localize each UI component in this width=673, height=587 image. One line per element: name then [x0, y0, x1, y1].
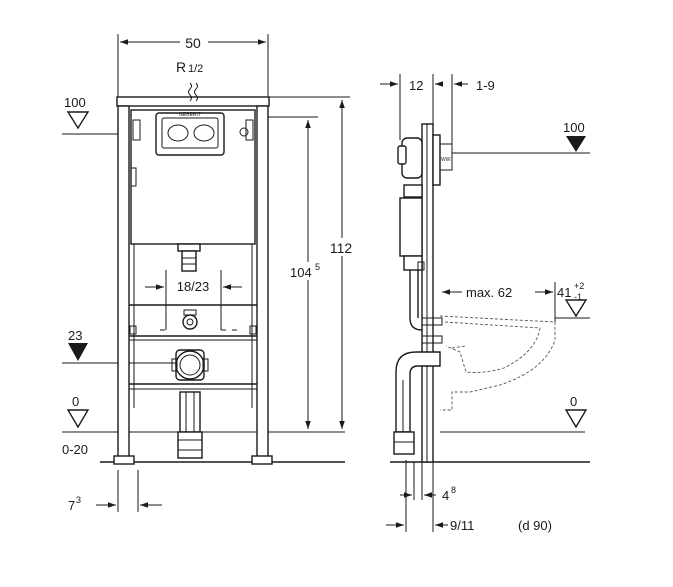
level-23-label: 23 [68, 328, 82, 343]
level-marker-23 [68, 343, 88, 361]
right-foot [251, 455, 273, 465]
frame-right-post [256, 105, 269, 463]
supply-connector [182, 314, 198, 330]
right-clip [245, 119, 254, 141]
tolerance-minus: -1 [574, 292, 582, 302]
side-level-marker-100 [566, 136, 586, 152]
water-inlet-icon-2 [194, 82, 198, 102]
flush-plate [155, 112, 225, 156]
side-view: WW 12 1-9 100 [380, 74, 590, 533]
level-0-label: 0 [72, 394, 79, 409]
flush-pipe [181, 250, 197, 272]
projection-label: max. 62 [466, 285, 512, 300]
flush-button-small [167, 124, 189, 142]
adjust-label: 1-9 [476, 78, 495, 93]
bowl-level-marker [564, 299, 588, 318]
side-actuator [439, 143, 453, 171]
svg-text:WW: WW [441, 157, 451, 163]
wall-offset-sup: 8 [451, 485, 456, 495]
flush-pipe-collar [177, 243, 201, 252]
front-view: GEBERIT [62, 33, 356, 513]
tolerance-plus: +2 [574, 281, 584, 291]
frame-top-rail [116, 96, 270, 107]
side-flush-plate [432, 134, 441, 186]
left-connector [130, 167, 137, 187]
left-foot [113, 455, 135, 465]
drain-socket [177, 431, 203, 459]
offset-label-sup: 3 [76, 495, 81, 505]
offset-label: 7 [68, 498, 75, 513]
drain-offset-label: 9/11 [450, 518, 474, 533]
range-0-20-label: 0-20 [62, 442, 88, 457]
depth-label: 12 [409, 78, 423, 93]
total-height-label: 112 [330, 240, 353, 256]
side-cistern-body [399, 197, 423, 257]
wall-offset-label: 4 [442, 488, 449, 503]
flush-button-large [193, 124, 215, 142]
side-drain-socket [393, 431, 415, 455]
right-valve [239, 127, 249, 137]
brand-label: GEBERIT [179, 112, 201, 118]
side-level-0-label: 0 [570, 394, 577, 409]
width-label: 50 [185, 35, 201, 51]
drain-diameter-label: (d 90) [518, 518, 552, 533]
frame-left-post [117, 105, 130, 463]
spacing-label: 18/23 [177, 279, 210, 294]
side-wc-bowl [439, 315, 556, 411]
left-clip [132, 119, 141, 141]
level-100-label: 100 [64, 95, 86, 110]
side-level-100-label: 100 [563, 120, 585, 135]
pipe-thread-label: R [176, 59, 186, 75]
level-marker-0 [66, 409, 90, 429]
drain-pipe [179, 391, 201, 433]
side-drain-bend [395, 351, 441, 433]
side-level-marker-0 [564, 409, 588, 429]
flush-button-area [161, 117, 219, 149]
pipe-thread-size: 1/2 [188, 63, 203, 75]
level-marker-100 [66, 111, 90, 130]
height-label-sup: 5 [315, 262, 320, 272]
side-flush-pipe [409, 270, 423, 331]
height-label: 104 [290, 265, 312, 280]
bowl-height-label: 41 [557, 285, 571, 300]
water-inlet-icon [188, 82, 192, 102]
